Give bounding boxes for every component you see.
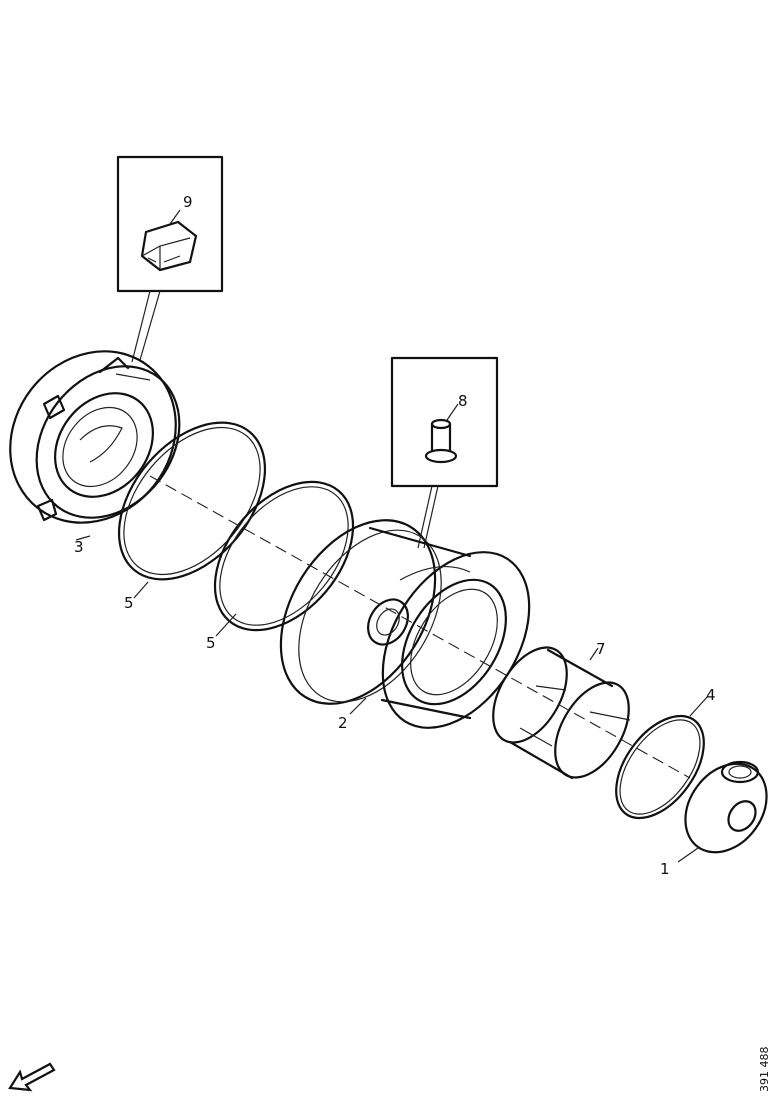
detail-box-8 <box>390 356 499 549</box>
arrow-down-left-icon <box>8 1062 56 1092</box>
part-9-block <box>140 220 198 272</box>
part-4-clamp-ring <box>615 714 705 820</box>
assembly-axis <box>149 475 691 779</box>
part-5-gasket-a <box>117 421 267 581</box>
drawing-code: 391 488 <box>758 1047 771 1093</box>
callout-7: 7 <box>596 640 606 658</box>
detail-box-9 <box>116 155 224 363</box>
part-8-plug <box>424 418 458 464</box>
part-2-main-housing <box>279 519 531 729</box>
callout-8: 8 <box>458 392 468 410</box>
leader-lines <box>75 535 709 863</box>
callout-4: 4 <box>706 686 716 704</box>
callout-5a: 5 <box>124 594 134 612</box>
callout-9: 9 <box>183 193 193 211</box>
callout-3: 3 <box>74 538 84 556</box>
part-7-filter-element <box>492 646 631 780</box>
callout-1: 1 <box>660 860 670 878</box>
callout-5b: 5 <box>206 634 216 652</box>
part-3-end-cover <box>9 350 181 524</box>
callout-2: 2 <box>338 714 348 732</box>
part-6-seal-ring <box>213 480 355 632</box>
part-1-outlet-cover <box>684 760 768 854</box>
